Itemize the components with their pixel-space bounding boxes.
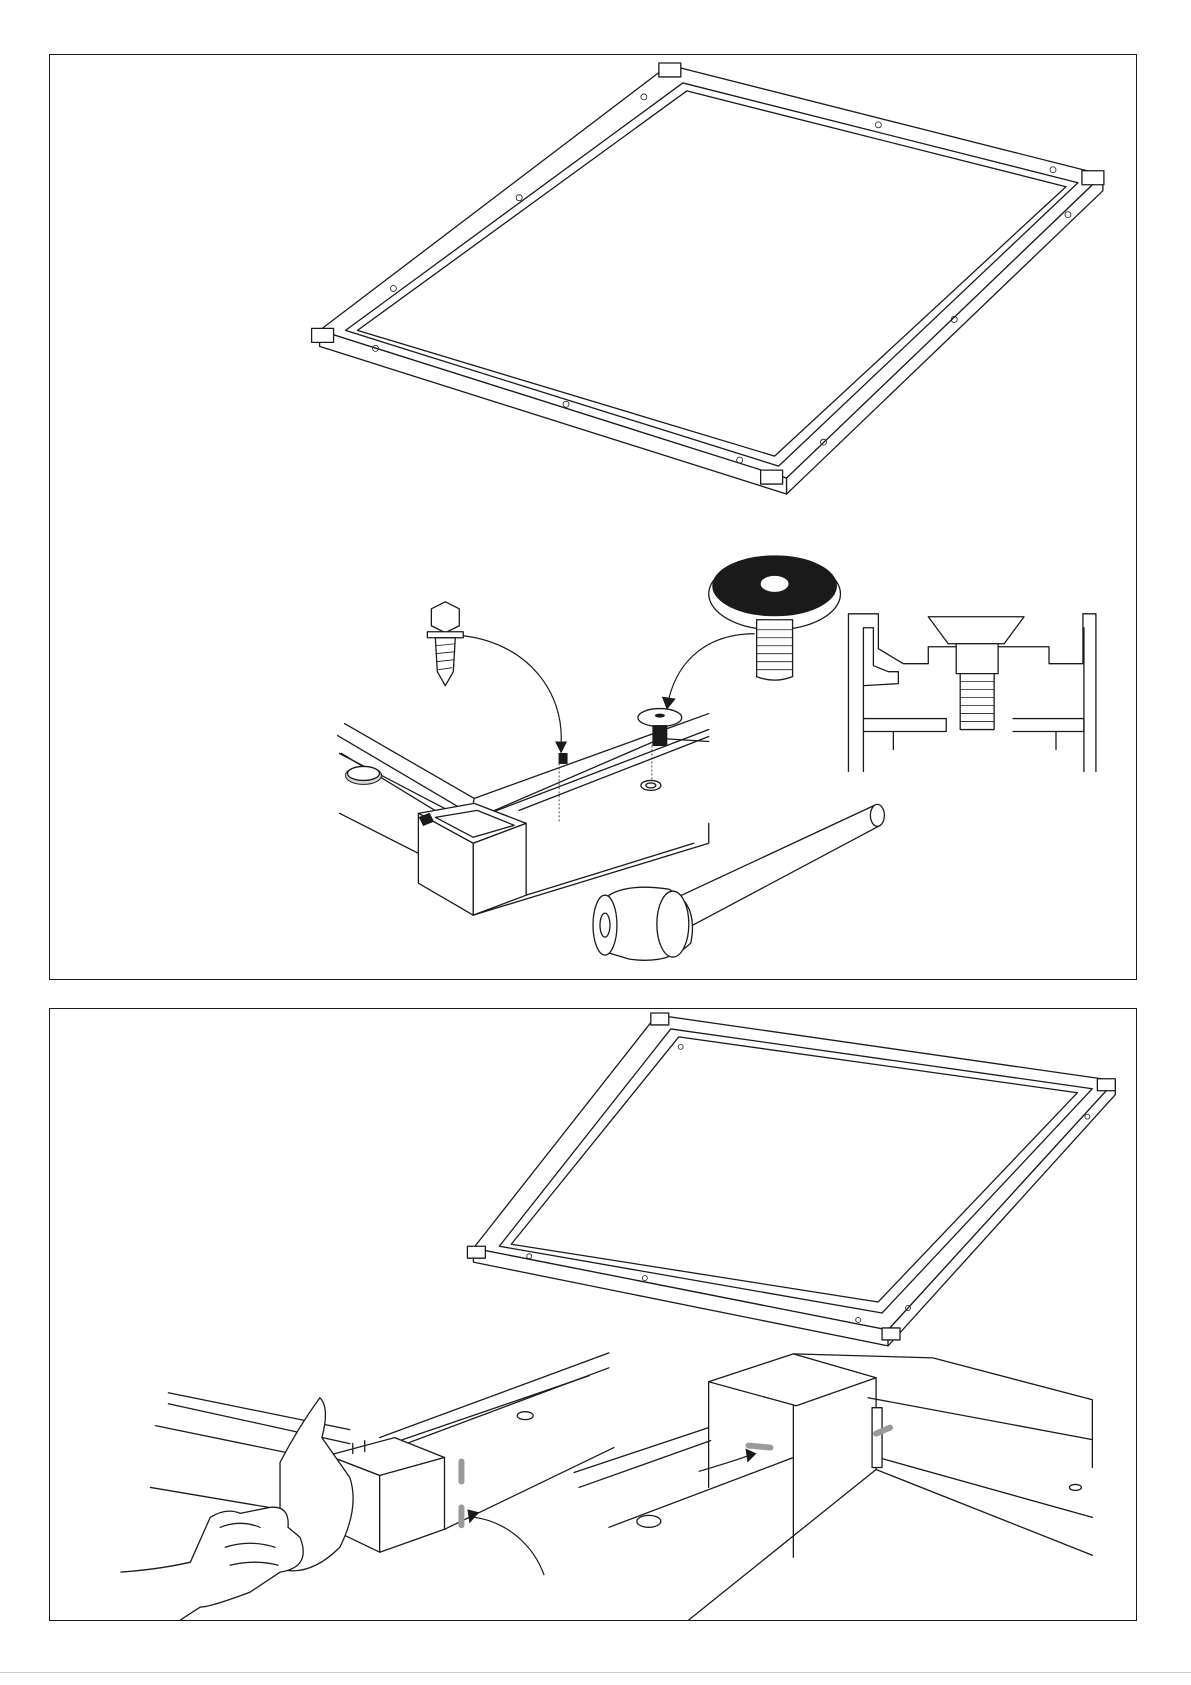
foot-arrow [669,634,755,699]
small-screw [559,753,567,763]
page-bottom-edge [0,1672,1191,1673]
bottom-assembly-panel [49,1008,1137,1621]
foot-arrow-head [662,697,676,710]
frame-top-view [312,63,1104,494]
top-assembly-illustration [50,55,1136,979]
bottom-assembly-illustration [50,1009,1136,1620]
rubber-mallet [593,804,884,960]
screw-arrow [463,636,561,744]
self-tapping-screw [427,602,463,686]
inner-corner-sealant [574,1354,1092,1620]
screw-arrow-head [555,742,567,754]
adjustable-foot [709,556,841,680]
foot-cross-section [848,614,1095,772]
hand-with-cloth [121,1398,354,1620]
top-assembly-panel [49,54,1137,980]
frame-top-view [467,1013,1115,1346]
